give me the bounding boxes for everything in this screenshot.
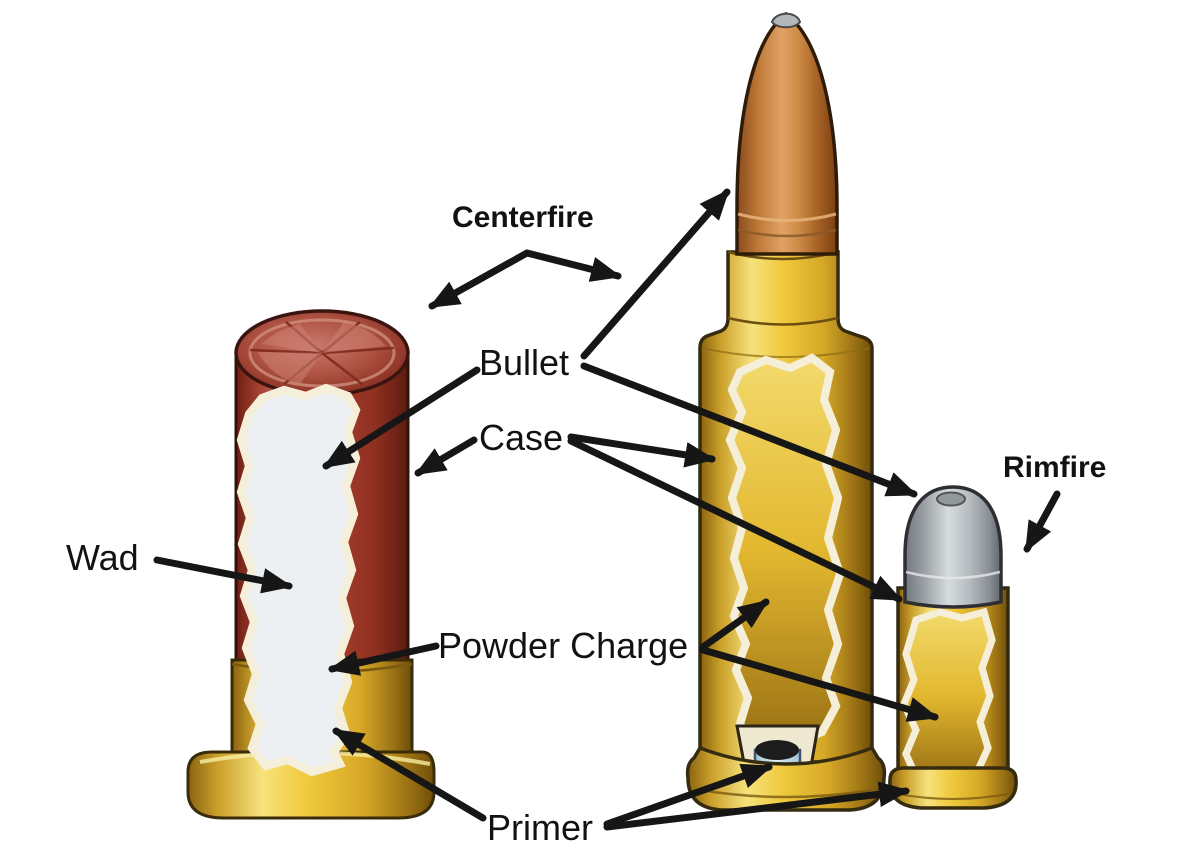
rimfire-cartridge-illustration (888, 485, 1018, 810)
arrow-primer-to-rifle (603, 763, 773, 828)
leader-arrows (153, 188, 1061, 831)
arrow-powder-to-rimfire (699, 646, 939, 722)
arrow-bullet-to-shot (322, 366, 481, 470)
rimfire-bullet-dimple (936, 491, 966, 507)
arrow-wad (153, 556, 293, 594)
label-powder-charge: Powder Charge (438, 625, 689, 666)
label-rimfire: Rimfire (1003, 451, 1107, 484)
label-bullet: Bullet (479, 342, 570, 383)
arrow-bullet-to-rimfire-bullet (580, 362, 918, 498)
centerfire-bullet (735, 11, 839, 256)
arrow-case-to-rimfire-case (567, 437, 903, 603)
arrow-centerfire-to-shotshell (428, 249, 531, 310)
label-primer: Primer (487, 807, 593, 848)
label-case: Case (479, 417, 564, 458)
shotshell-illustration (186, 309, 436, 820)
rimfire-rim (888, 766, 1018, 810)
centerfire-bullet-tip (770, 12, 802, 29)
arrow-primer-to-shotshell (332, 727, 487, 822)
label-centerfire: Centerfire (452, 201, 594, 234)
arrow-case-to-rifle-case (567, 433, 716, 468)
arrow-case-to-shotshell-case (414, 436, 478, 477)
arrow-primer-to-rimfire (603, 781, 910, 831)
arrow-powder-to-shotshell (328, 642, 440, 676)
arrow-centerfire-to-rifle (523, 249, 622, 282)
arrow-rimfire-to-cartridge (1023, 490, 1061, 553)
arrow-powder-to-rifle (699, 598, 770, 651)
arrow-bullet-to-rifle-bullet (580, 188, 731, 360)
label-wad: Wad (66, 537, 139, 578)
